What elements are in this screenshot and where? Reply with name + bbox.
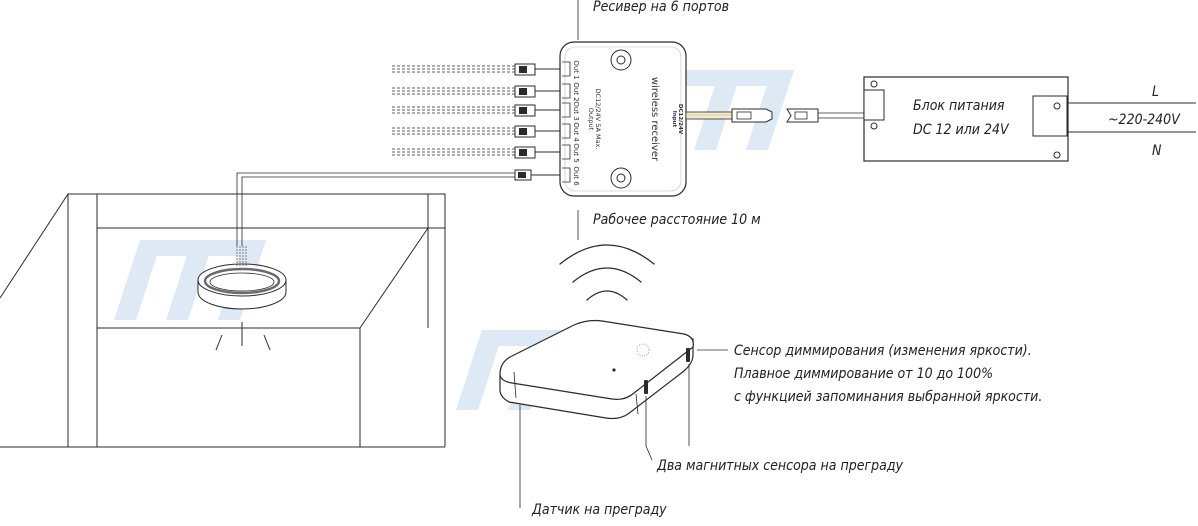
lamp-connector [514, 169, 562, 181]
power-supply-label-line2: DC 12 или 24V [913, 122, 1009, 138]
light-rays [215, 322, 271, 351]
receiver-box [559, 0, 687, 240]
receiver-port-labels: Out 1 Out 2 Out 3 Out 4 Out 5 Out 6 [572, 60, 580, 186]
magnetic-sensors-label: Два магнитных сенсора на преграду [657, 458, 903, 474]
power-supply-box [863, 76, 1196, 162]
port-label: Out 1 [572, 60, 580, 79]
dimming-sensor-line1: Сенсор диммирования (изменения яркости). [734, 343, 1032, 359]
dimmer-switch [499, 319, 694, 420]
power-supply-connector [786, 108, 864, 123]
working-distance-label: Рабочее расстояние 10 м [593, 212, 761, 228]
port-label: Out 4 [572, 122, 580, 142]
dimming-sensor-line3: с функцией запоминания выбранной яркости… [734, 389, 1043, 405]
cabinet [0, 193, 446, 448]
port-label: Out 3 [572, 101, 580, 120]
output-cables [392, 63, 562, 159]
lamp-cable [236, 172, 515, 246]
port-label: Out 5 [572, 143, 580, 162]
power-supply-label-line1: Блок питания [913, 98, 1005, 114]
output-rating: DC12/24V 5A Max. [594, 89, 602, 150]
mains-l-label: L [1152, 84, 1160, 100]
device-name: wireless receiver [649, 77, 660, 162]
input-label: Input [671, 111, 677, 128]
dimming-sensor-line2: Плавное диммирование от 10 до 100% [734, 366, 994, 382]
output-label: Output [587, 108, 595, 131]
input-rating: DC12/24V [677, 104, 683, 135]
receiver-input-cable [685, 108, 773, 123]
port-label: Out 6 [572, 166, 580, 186]
obstacle-sensor-label: Датчик на преграду [532, 502, 667, 518]
receiver-markings: Output DC12/24V 5A Max. wireless receive… [587, 77, 683, 162]
dimmer-callouts [519, 349, 728, 508]
port-label: Out 2 [572, 82, 580, 101]
mains-voltage-label: ~220-240V [1108, 112, 1180, 128]
ring-lamp [197, 246, 287, 310]
receiver-title: Ресивер на 6 портов [593, 0, 730, 15]
wireless-signal-icon [559, 244, 655, 301]
mains-n-label: N [1152, 143, 1162, 159]
